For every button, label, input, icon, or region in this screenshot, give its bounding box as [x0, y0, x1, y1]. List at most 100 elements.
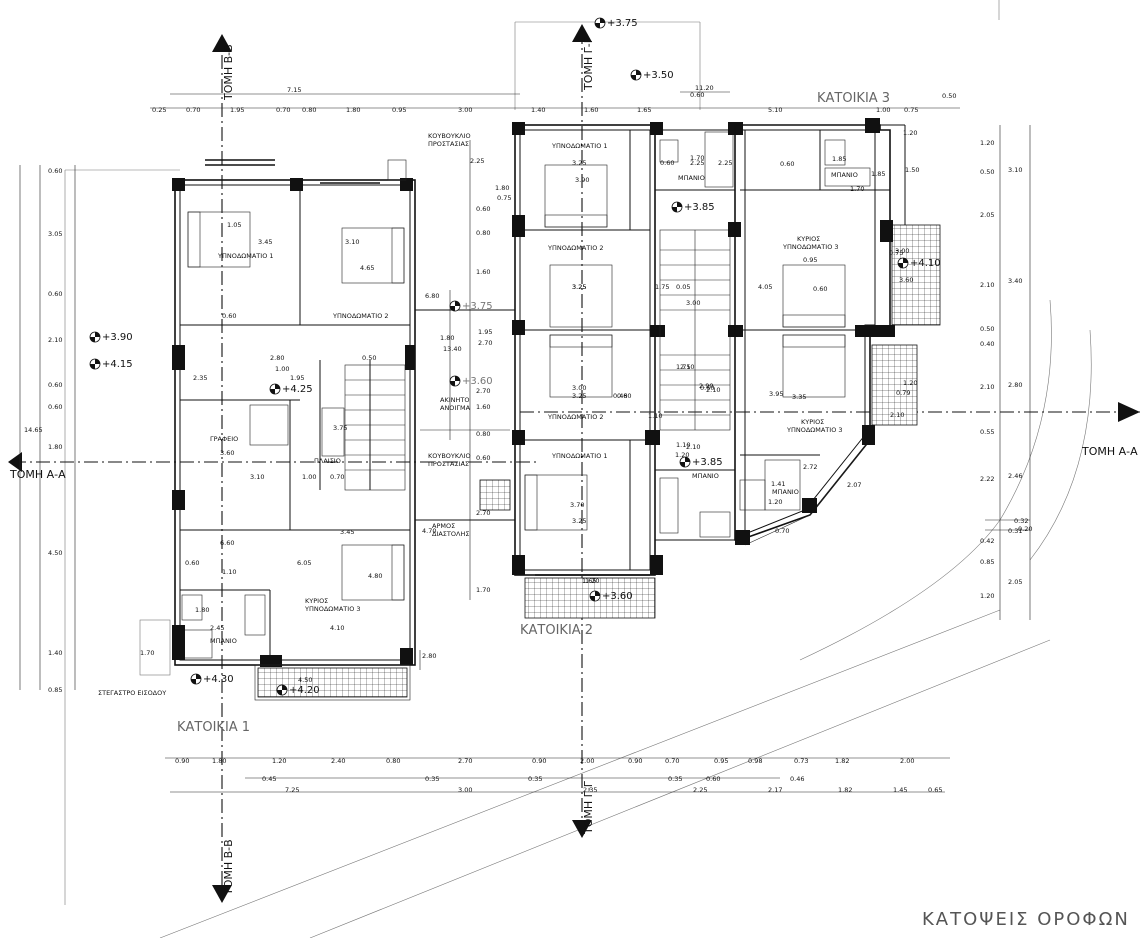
dim-text: 4.65 — [360, 264, 374, 272]
dim-text: 3.00 — [686, 299, 700, 307]
room-label: ΚΟΥΒΟΥΚΛΙΟ — [428, 452, 471, 460]
dim-text: 1.80 — [346, 106, 360, 114]
dim-text: 1.65 — [582, 577, 596, 585]
dim-text: 4.70 — [422, 527, 436, 535]
dim-text: 1.40 — [48, 649, 62, 657]
dim-text: 2.05 — [1008, 578, 1022, 586]
section-marker-bb-bottom — [212, 885, 232, 903]
dim-text: 1.05 — [227, 221, 241, 229]
unit-3-bed-master-top — [782, 264, 846, 328]
dim-text: 3.75 — [333, 424, 347, 432]
dim-text: 2.10 — [48, 336, 62, 344]
dim-text: 6.05 — [297, 559, 311, 567]
room-label: ΠΡΟΣΤΑΣΙΑΣ — [428, 140, 469, 148]
dim-text: 3.45 — [340, 528, 354, 536]
dim-text: 0.60 — [813, 285, 827, 293]
dim-text: 0.55 — [980, 428, 994, 436]
dim-text: 2.40 — [331, 757, 345, 765]
dim-text: 4.10 — [330, 624, 344, 632]
dim-text: 1.20 — [980, 592, 994, 600]
unit-3-plan — [734, 118, 941, 546]
level-marker-icon — [671, 201, 683, 213]
dim-text: 0.32 — [1014, 517, 1028, 525]
room-label: ΜΠΑΝΙΟ — [210, 637, 237, 645]
dim-text: 3.95 — [769, 390, 783, 398]
unit-2-columns — [512, 122, 665, 575]
dim-text: 1.40 — [531, 106, 545, 114]
dim-text: 0.50 — [980, 168, 994, 176]
dim-text: 3.90 — [575, 176, 589, 184]
level-marker-icon — [269, 383, 281, 395]
dim-text: 1.00 — [302, 473, 316, 481]
dim-text: 0.75 — [497, 194, 511, 202]
dim-text: 2.80 — [1008, 381, 1022, 389]
dim-text: 0.90 — [175, 757, 189, 765]
room-labels: ΥΠΝΟΔΩΜΑΤΙΟ 1 ΥΠΝΟΔΩΜΑΤΙΟ 2 ΓΡΑΦΕΙΟ ΚΥΡΙ… — [98, 132, 858, 697]
dim-text: 2.05 — [980, 211, 994, 219]
dim-text: 0.60 — [48, 290, 62, 298]
dim-text: 0.70 — [330, 473, 344, 481]
dim-text: 1.20 — [585, 577, 599, 585]
dim-text: 3.00 — [895, 247, 909, 255]
dim-text: 4.80 — [368, 572, 382, 580]
dim-text: 2.00 — [580, 757, 594, 765]
dim-text: 2.70 — [476, 387, 490, 395]
room-label: ΥΠΝΟΔΩΜΑΤΙΟ 2 — [547, 413, 604, 421]
dim-text: 0.50 — [362, 354, 376, 362]
dim-text: 0.95 — [803, 256, 817, 264]
room-label: ΔΙΑΣΤΟΛΗΣ — [432, 530, 469, 538]
dim-text: 3.10 — [1008, 166, 1022, 174]
dim-text: 0.60 — [48, 167, 62, 175]
dim-text: 3.10 — [250, 473, 264, 481]
level-markers — [89, 17, 909, 696]
dim-text: 2.25 — [693, 786, 707, 794]
dim-text: 2.25 — [718, 159, 732, 167]
section-marker-gg-bottom — [572, 820, 592, 838]
dim-text: 1.20 — [768, 498, 782, 506]
room-label: ΜΠΑΝΙΟ — [692, 472, 719, 480]
dim-text: 2.70 — [478, 339, 492, 347]
dim-right-col: 1.20 0.50 2.05 2.10 0.50 0.40 2.10 0.55 … — [980, 139, 1032, 600]
room-label: ΥΠΝΟΔΩΜΑΤΙΟ 2 — [547, 244, 604, 252]
dim-text: 1.95 — [478, 328, 492, 336]
dim-text: 1.20 — [980, 139, 994, 147]
dim-text: 1.70 — [140, 649, 154, 657]
dim-text: 4.05 — [758, 283, 772, 291]
dim-text: 4.50 — [48, 549, 62, 557]
dim-text: 1.20 — [903, 379, 917, 387]
dim-text: 1.80 — [212, 757, 226, 765]
dim-text: 0.48 — [613, 392, 627, 400]
level-label: +4.25 — [282, 384, 313, 395]
dim-text: 3.35 — [792, 393, 806, 401]
entrance-canopy — [254, 664, 411, 701]
unit-3-balcony-mid — [871, 344, 918, 426]
dim-text: 0.95 — [714, 757, 728, 765]
dim-text: 0.60 — [476, 454, 490, 462]
dim-text: 0.85 — [48, 686, 62, 694]
room-label: ΠΛΑΙΣΙΟ — [314, 457, 341, 465]
dim-text: 1.82 — [835, 757, 849, 765]
dim-text: 1.50 — [905, 166, 919, 174]
dim-text: 0.65 — [928, 786, 942, 794]
room-label: ΥΠΝΟΔΩΜΑΤΙΟ 3 — [786, 426, 843, 434]
dim-text: 3.00 — [572, 384, 586, 392]
dim-text: 1.70 — [476, 586, 490, 594]
dim-text: 3.70 — [570, 501, 584, 509]
dim-text: 1.00 — [876, 106, 890, 114]
room-label: ΜΠΑΝΙΟ — [772, 488, 799, 496]
dim-text: 0.80 — [476, 430, 490, 438]
dim-text: 2.45 — [210, 624, 224, 632]
dim-text: 2.07 — [847, 481, 861, 489]
dim-text: 3.45 — [258, 238, 272, 246]
dim-text: 3.25 — [572, 159, 586, 167]
section-label-bb-top: ΤΟΜΗ Β-Β — [222, 44, 235, 101]
level-marker-icon — [897, 257, 909, 269]
level-label: +3.90 — [102, 332, 133, 343]
dim-text: 2.35 — [583, 786, 597, 794]
room-label: ΥΠΝΟΔΩΜΑΤΙΟ 1 — [217, 252, 274, 260]
level-label: +3.85 — [684, 202, 715, 213]
level-marker-icon — [190, 673, 202, 685]
dim-text: 3.00 — [458, 106, 472, 114]
level-marker-icon — [594, 17, 606, 29]
